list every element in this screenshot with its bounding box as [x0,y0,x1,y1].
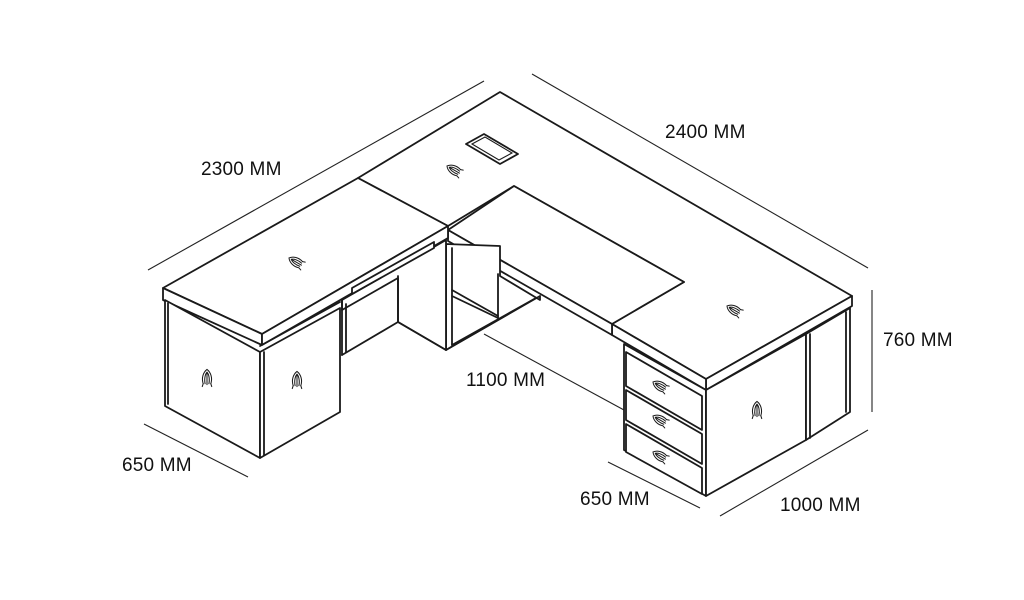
dim-line-650-ped [607,461,701,509]
left-pedestal-side [259,307,341,459]
left-return-desk [162,177,449,459]
dimension-lines [143,73,873,517]
dim-label-2300: 2300 MM [201,159,282,180]
dim-label-650-left: 650 MM [122,455,192,476]
dim-line-1000 [719,429,869,517]
right-pedestal [623,307,851,497]
keyboard-tray [351,241,435,295]
dim-label-1100: 1100 MM [466,370,546,391]
drawer-3 [625,423,703,495]
dim-line-1100 [483,333,625,411]
drawer-1 [625,351,703,431]
right-end-panel [805,307,851,441]
dim-label-1000: 1000 MM [780,495,861,516]
dim-label-760: 760 MM [883,330,953,351]
dim-line-2300 [147,80,485,271]
dim-label-2400: 2400 MM [665,122,746,143]
dim-line-2400 [531,73,869,269]
dim-label-650-pedestal: 650 MM [580,489,650,510]
cable-grommet-icon [465,133,519,165]
dim-line-650-left [143,423,249,478]
